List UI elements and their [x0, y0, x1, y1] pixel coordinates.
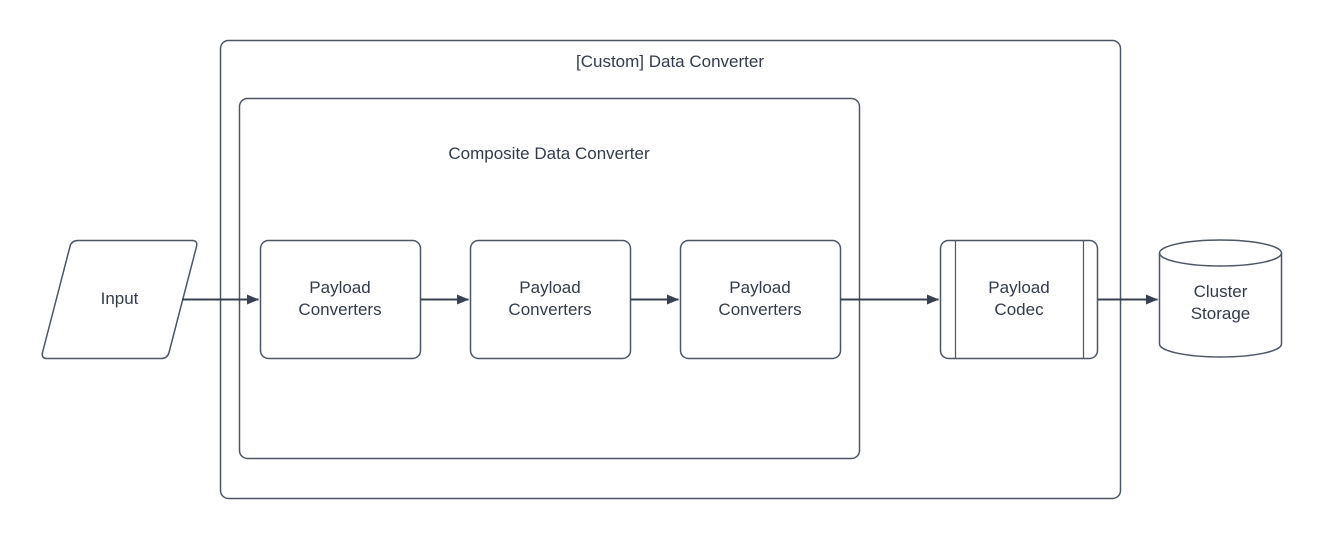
outer-container-title: [Custom] Data Converter — [575, 52, 764, 71]
payload-converters-node-3-label: Payload Converters — [718, 277, 802, 319]
payload-codec-node — [939, 239, 1099, 360]
payload-converters-node-2-label: Payload Converters — [508, 277, 592, 319]
payload-codec-node-label: Payload Codec — [988, 277, 1050, 319]
input-node — [41, 239, 198, 360]
inner-container-title: Composite Data Converter — [448, 144, 650, 163]
cluster-storage-top — [1158, 239, 1283, 267]
cluster-storage-body — [1158, 253, 1283, 358]
cluster-storage-node-label: Cluster Storage — [1190, 281, 1251, 323]
input-node-label: Input — [100, 288, 139, 308]
payload-converters-node-1-label: Payload Converters — [298, 277, 382, 319]
